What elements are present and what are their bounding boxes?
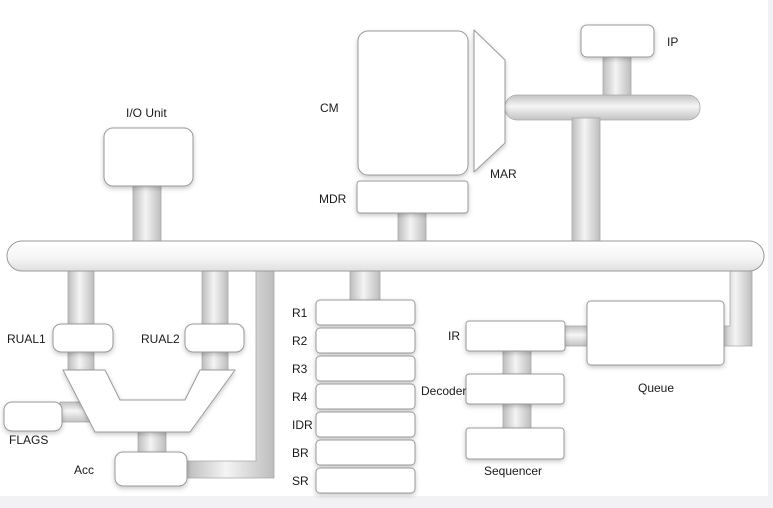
acc-box (114, 451, 188, 487)
io-unit-box (103, 127, 194, 187)
register-box-r2 (315, 327, 416, 354)
ip-connector (602, 55, 632, 99)
decoder-sequencer-connector (502, 403, 532, 431)
register-label-br: BR (292, 446, 309, 460)
ip-label: IP (667, 35, 679, 49)
components (3, 24, 725, 487)
flags-label: FLAGS (9, 433, 49, 447)
mar-ip-bus (504, 94, 701, 121)
register-box-idr (315, 411, 416, 438)
register-label-r1: R1 (292, 306, 308, 320)
register-stack (315, 299, 416, 494)
decoder-label: Decoder (421, 384, 467, 398)
rual2-alu-connector (201, 351, 229, 373)
register-box-r3 (315, 355, 416, 382)
rual2-connector (201, 269, 229, 327)
register-box-r1 (315, 299, 416, 326)
cm-box (357, 30, 469, 176)
ip-bus-to-main-bus (571, 117, 601, 243)
ir-queue-connector (562, 325, 590, 347)
mdr-label: MDR (319, 192, 347, 206)
decoder-box (465, 373, 565, 405)
mdr-connector (397, 211, 427, 243)
main-bus (6, 240, 765, 272)
register-box-r4 (315, 383, 416, 410)
rual1-alu-connector (67, 351, 95, 373)
cm-label: CM (320, 101, 339, 115)
registers-connector (349, 269, 381, 303)
register-label-sr: SR (292, 474, 309, 488)
register-box-sr (315, 467, 416, 494)
ir-label: IR (448, 329, 460, 343)
io-unit-connector (132, 183, 162, 243)
register-box-br (315, 439, 416, 466)
ip-box (580, 24, 655, 58)
mdr-box (356, 180, 469, 214)
rual2-box (184, 323, 245, 353)
register-label-r2: R2 (292, 334, 308, 348)
queue-box (586, 300, 725, 366)
rual1-connector (67, 269, 95, 327)
mar-label: MAR (490, 167, 517, 181)
ir-decoder-connector (502, 349, 532, 377)
flags-box (3, 401, 63, 432)
acc-label: Acc (74, 463, 95, 477)
alu-shape (62, 369, 236, 433)
rual2-label: RUAL2 (141, 332, 180, 346)
queue-label: Queue (638, 381, 675, 395)
ir-box (465, 320, 566, 352)
connectors (59, 55, 753, 479)
sequencer-box (465, 427, 565, 460)
sequencer-label: Sequencer (484, 464, 543, 478)
rual1-box (52, 323, 114, 353)
register-label-r4: R4 (292, 390, 308, 404)
rual1-label: RUAL1 (7, 332, 46, 346)
io-unit-label: I/O Unit (126, 106, 167, 120)
mar-trapezoid (473, 29, 506, 173)
register-label-idr: IDR (292, 418, 313, 432)
register-label-r3: R3 (292, 362, 308, 376)
